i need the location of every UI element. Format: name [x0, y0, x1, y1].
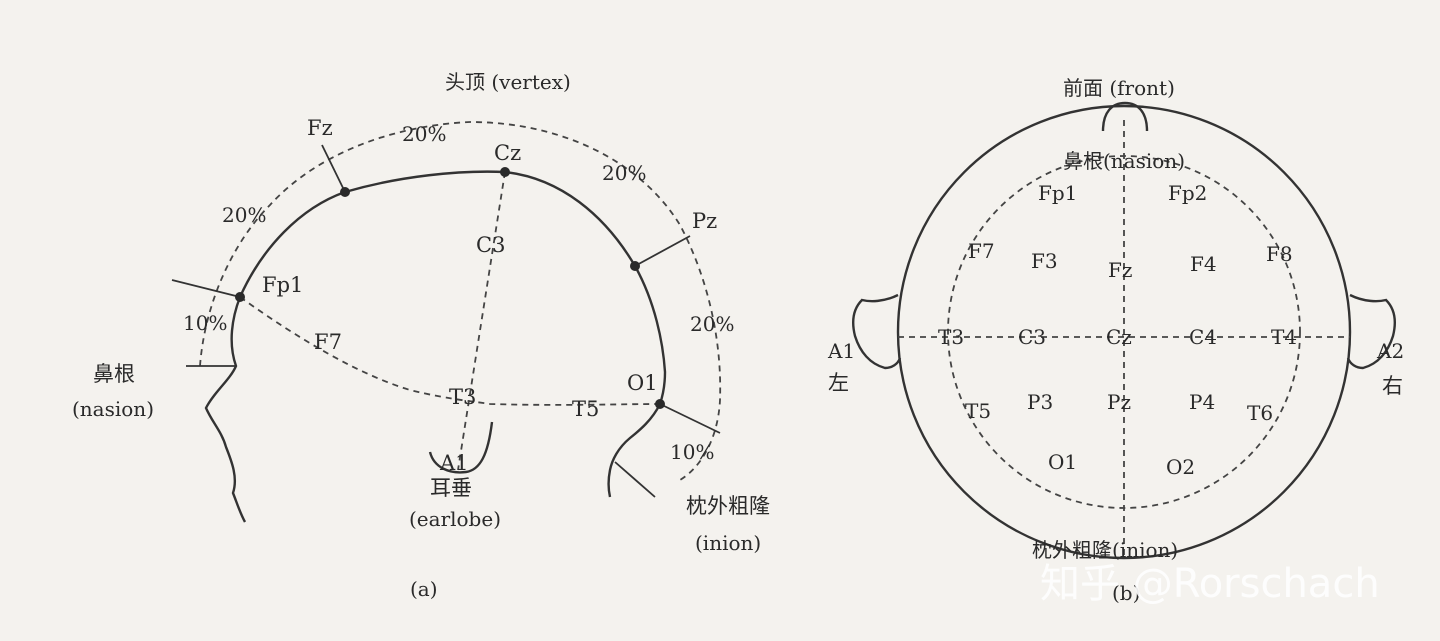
earlobe-label-en: (earlobe) — [409, 507, 501, 531]
tick-fz — [321, 144, 346, 193]
coronal-dashed-line — [457, 171, 506, 471]
electrode-label-fp1: Fp1 — [262, 273, 303, 297]
electrode-label-c3: C3 — [476, 233, 505, 257]
face-profile — [204, 296, 247, 523]
tick-o1 — [659, 403, 721, 434]
temporal-dashed-line — [239, 296, 661, 406]
pct-pz-o1: 20% — [690, 312, 734, 336]
electrode-label-p4: P4 — [1189, 390, 1215, 414]
nasion-label: 鼻根(nasion) — [1063, 149, 1185, 173]
earlobe-label-cn: 耳垂 — [430, 476, 472, 500]
electrode-label-t3: T3 — [938, 325, 964, 349]
electrode-label-cz: Cz — [1106, 325, 1132, 349]
electrode-dot-fz — [340, 187, 350, 197]
electrode-label-t5: T5 — [572, 397, 599, 421]
electrode-label-pz: Pz — [1107, 390, 1131, 414]
scalp-curve — [238, 170, 667, 405]
electrode-label-fz: Fz — [307, 116, 333, 140]
caption-b: (b) — [1112, 581, 1140, 605]
front-label: 前面 (front) — [1063, 76, 1175, 100]
electrode-label-fz: Fz — [1108, 258, 1132, 282]
neck-profile — [607, 403, 662, 498]
electrode-dot-fp1 — [235, 292, 245, 302]
inion-label: 枕外粗隆(inion) — [1032, 538, 1178, 562]
head-outline — [896, 104, 1352, 560]
pct-cz-pz: 20% — [602, 161, 646, 185]
electrode-label-c3: C3 — [1018, 325, 1046, 349]
nose-outline — [1101, 101, 1149, 132]
right-ear-code: A2 — [1376, 339, 1404, 363]
electrode-dot-o1 — [655, 399, 665, 409]
nasion-label-en: (nasion) — [72, 397, 154, 421]
inion-label-en: (inion) — [695, 531, 761, 555]
electrode-label-t6: T6 — [1247, 401, 1273, 425]
electrode-label-f8: F8 — [1266, 242, 1293, 266]
electrode-label-f7: F7 — [968, 239, 995, 263]
electrode-label-f4: F4 — [1190, 252, 1217, 276]
tick-inion — [614, 461, 656, 498]
right-ear-outline — [1346, 293, 1396, 370]
electrode-label-c4: C4 — [1189, 325, 1217, 349]
electrode-label-fp1: Fp1 — [1038, 181, 1077, 205]
left-ear-text: 左 — [828, 371, 849, 395]
ear-outline — [428, 421, 494, 474]
pct-o1-inion: 10% — [670, 440, 714, 464]
electrode-label-o2: O2 — [1166, 455, 1195, 479]
left-ear-code: A1 — [827, 339, 855, 363]
electrode-label-fp2: Fp2 — [1168, 181, 1207, 205]
panel-a-side-view: 头顶 (vertex) Fz Cz Pz Fp1 C3 F7 T3 T5 O1 … — [72, 70, 770, 601]
electrode-label-t3: T3 — [449, 385, 476, 409]
pct-nasion-fp1: 10% — [183, 311, 227, 335]
electrode-label-cz: Cz — [494, 141, 521, 165]
pct-fp1-fz: 20% — [222, 203, 266, 227]
electrode-label-f3: F3 — [1031, 249, 1058, 273]
electrode-dot-pz — [630, 261, 640, 271]
nasion-label-cn: 鼻根 — [93, 362, 135, 386]
electrode-label-t5: T5 — [965, 399, 991, 423]
electrode-label-t4: T4 — [1271, 325, 1297, 349]
watermark: 知乎 @Rorschach — [1040, 561, 1380, 607]
right-ear-text: 右 — [1382, 374, 1403, 398]
vertex-label: 头顶 (vertex) — [445, 70, 571, 94]
tick-fp1 — [171, 279, 241, 298]
electrode-label-a1: A1 — [439, 451, 469, 475]
electrode-label-o1: O1 — [627, 371, 658, 395]
electrode-dot-cz — [500, 167, 510, 177]
electrode-label-pz: Pz — [692, 209, 717, 233]
tick-pz — [634, 235, 691, 267]
inion-label-cn: 枕外粗隆 — [686, 494, 770, 518]
electrode-label-o1: O1 — [1048, 450, 1077, 474]
caption-a: (a) — [410, 577, 438, 601]
electrode-label-p3: P3 — [1027, 390, 1053, 414]
panel-b-top-view: 前面 (front) 鼻根(nasion) Fp1 Fp2 F7 F3 Fz F… — [827, 76, 1404, 605]
left-ear-outline — [852, 293, 902, 370]
electrode-label-f7: F7 — [314, 330, 342, 354]
pct-fz-cz: 20% — [402, 122, 446, 146]
